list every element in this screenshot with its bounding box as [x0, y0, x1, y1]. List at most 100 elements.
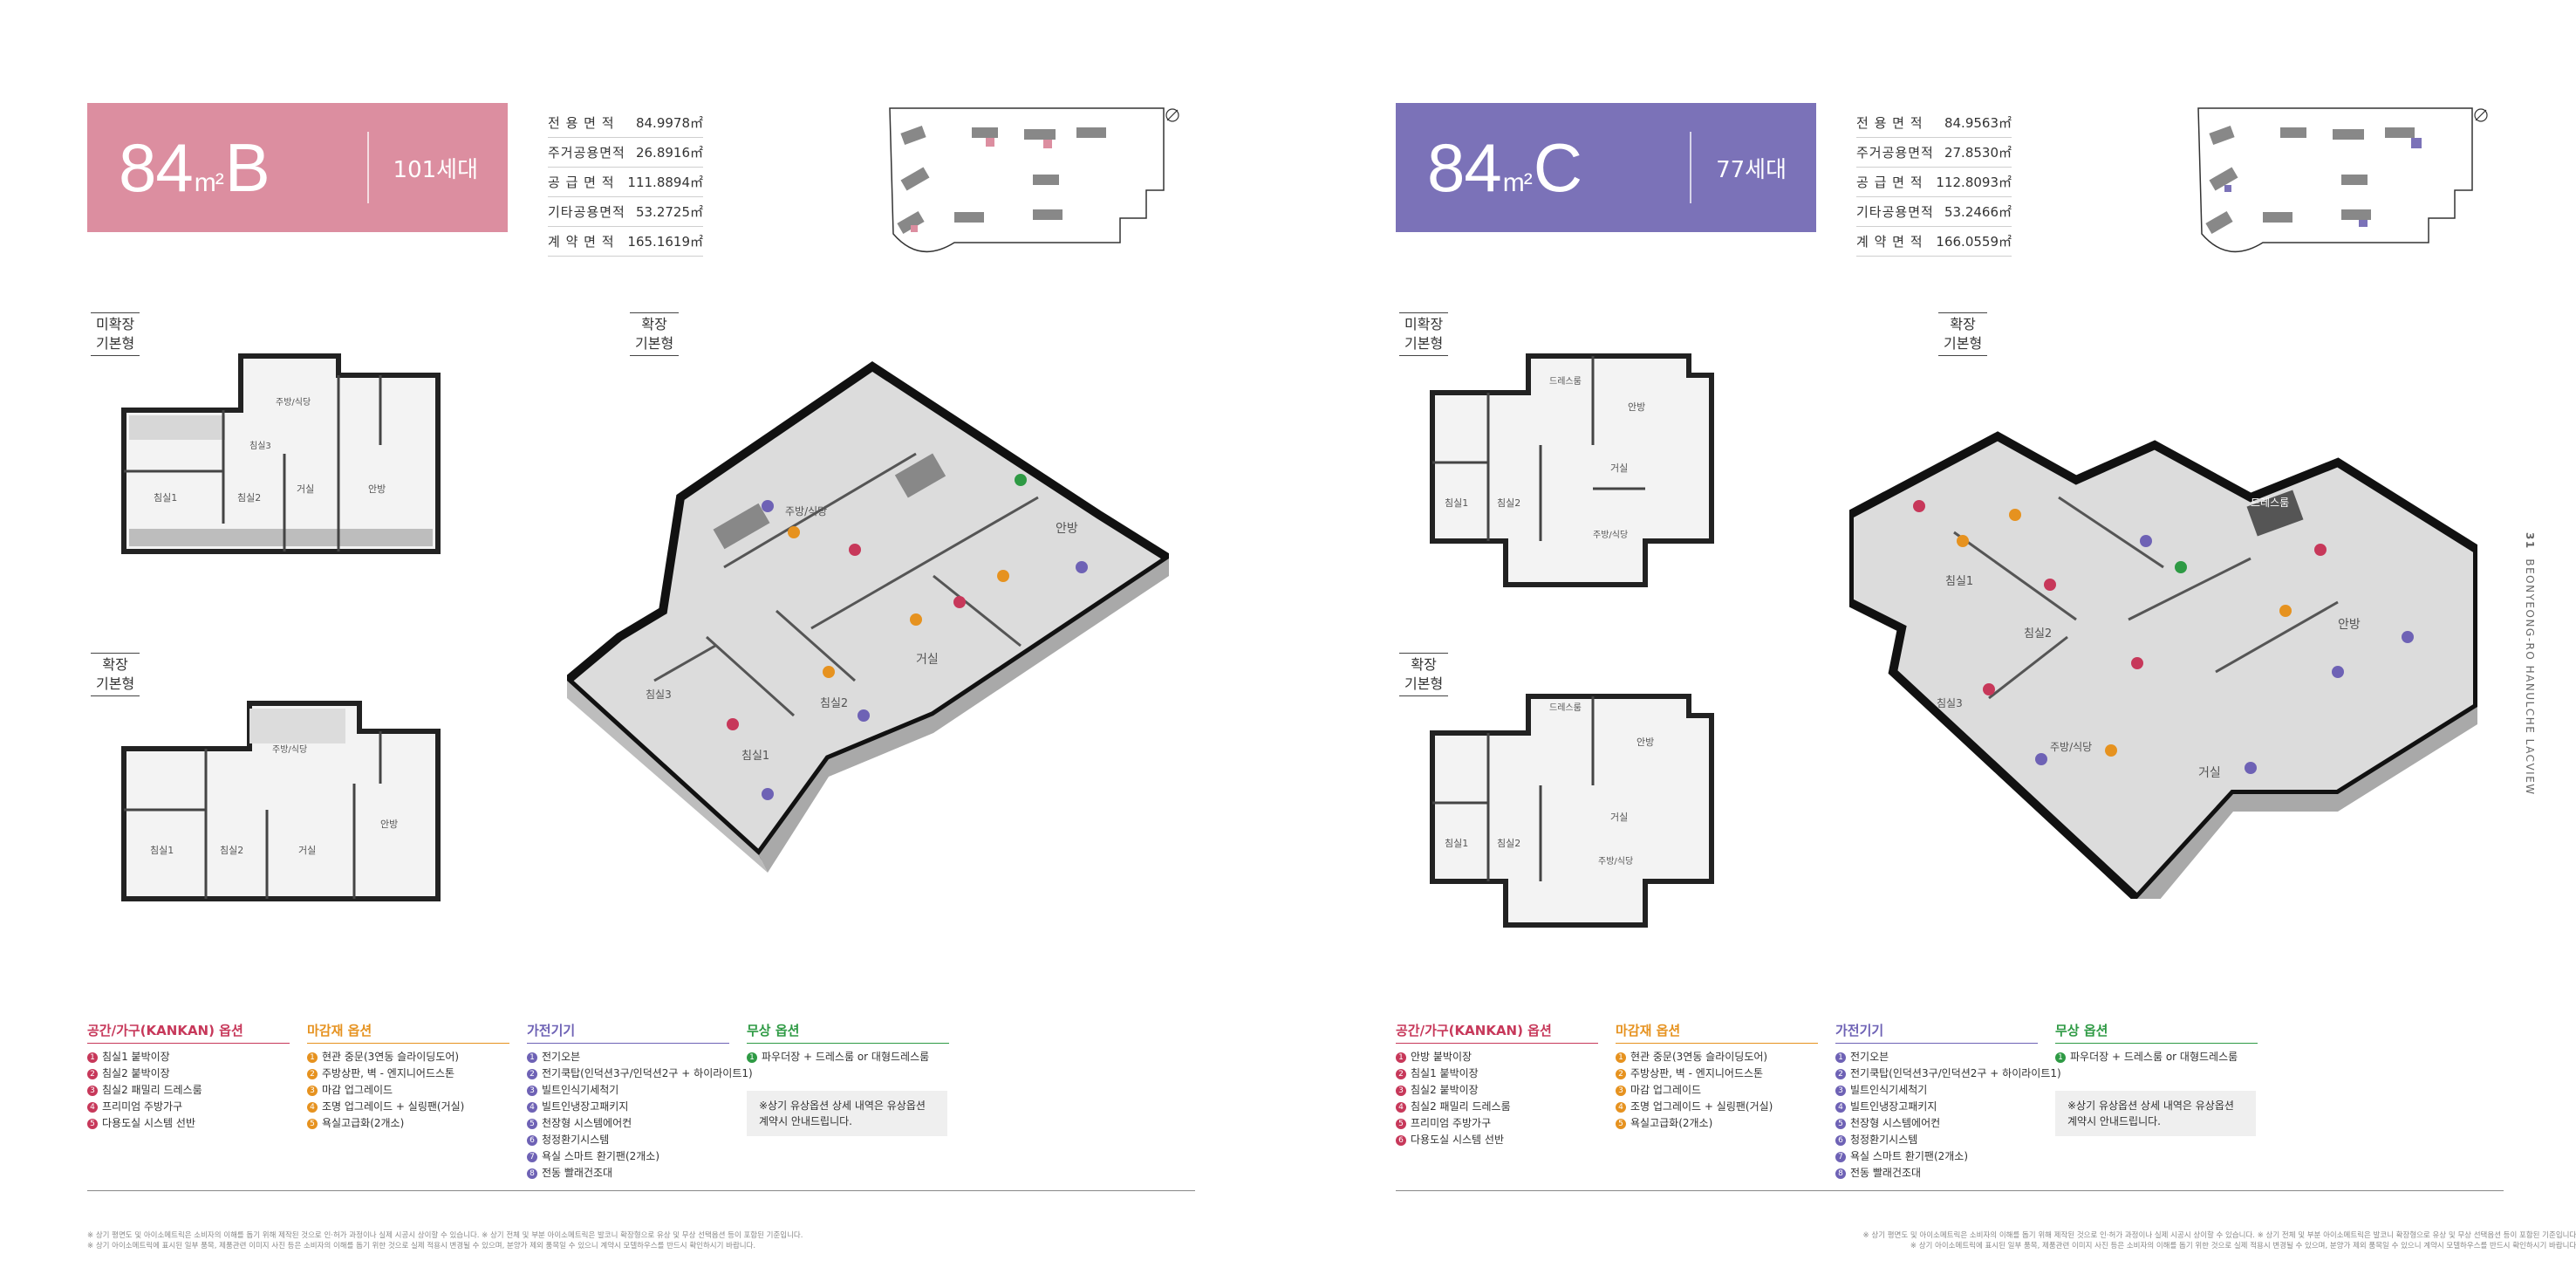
footnote: ※ 상기 평면도 및 아이소메트릭은 소비자의 이해를 돕기 위해 제작된 것으… — [87, 1231, 803, 1250]
svg-text:주방/식당: 주방/식당 — [1593, 530, 1628, 540]
option-heading: 가전기기 — [1835, 1021, 2038, 1044]
option-heading: 마감재 옵션 — [307, 1021, 509, 1044]
option-heading: 가전기기 — [527, 1021, 729, 1044]
option-heading: 마감재 옵션 — [1616, 1021, 1818, 1044]
svg-text:주방/식당: 주방/식당 — [276, 397, 311, 408]
label-unexpanded: 미확장 기본형 — [91, 312, 140, 356]
svg-text:거실: 거실 — [2198, 766, 2221, 780]
svg-text:주방/식당: 주방/식당 — [785, 505, 827, 517]
side-brand-text: BEONYEONG-RO HANULCHE LACVIEW — [2524, 558, 2536, 796]
option-heading: 공간/가구(KANKAN) 옵션 — [1396, 1021, 1598, 1044]
svg-text:안방: 안방 — [1056, 522, 1078, 536]
svg-text:침실1: 침실1 — [1445, 497, 1468, 509]
floorplan-unexpanded: 침실1 침실2 거실 안방 주방/식당 드레스룸 — [1430, 353, 1714, 587]
svg-text:침실2: 침실2 — [2024, 627, 2052, 641]
divider — [87, 1190, 1195, 1191]
isometric-expanded: 안방 거실 침실1 침실2 침실3 주방/식당 — [567, 360, 1169, 873]
option-note: ※상기 유상옵션 상세 내역은 유상옵션 계약시 안내드립니다. — [747, 1091, 947, 1136]
svg-text:침실1: 침실1 — [741, 750, 769, 763]
svg-text:침실2: 침실2 — [1497, 497, 1520, 509]
svg-text:침실3: 침실3 — [1937, 697, 1963, 709]
svg-text:침실3: 침실3 — [646, 689, 672, 701]
title-divider — [366, 132, 369, 203]
option-heading: 무상 옵션 — [747, 1021, 949, 1044]
svg-text:주방/식당: 주방/식당 — [272, 744, 307, 755]
floorplan-expanded-small: 침실1 침실2 거실 안방 주방/식당 — [121, 701, 441, 901]
svg-text:거실: 거실 — [1610, 462, 1628, 474]
svg-text:거실: 거실 — [916, 653, 939, 667]
svg-text:안방: 안방 — [1628, 401, 1645, 413]
svg-text:안방: 안방 — [1636, 736, 1654, 748]
title-divider — [1690, 132, 1692, 203]
svg-text:안방: 안방 — [380, 819, 398, 830]
svg-text:주방/식당: 주방/식당 — [1598, 856, 1633, 867]
label-expanded-small: 확장 기본형 — [1399, 653, 1449, 696]
svg-text:침실2: 침실2 — [220, 845, 243, 856]
site-map — [889, 107, 1179, 253]
svg-text:침실3: 침실3 — [249, 441, 271, 451]
isometric-expanded: 안방 거실 침실1 침실2 침실3 주방/식당 드레스룸 — [1849, 431, 2477, 899]
floorplan-unexpanded: 침실1 침실2 거실 안방 주방/식당 침실3 — [121, 353, 441, 554]
svg-text:거실: 거실 — [298, 845, 316, 856]
unit-count: 77세대 — [1716, 156, 1787, 183]
page-number: 31 — [2524, 532, 2536, 550]
svg-text:침실2: 침실2 — [820, 697, 848, 710]
svg-text:안방: 안방 — [368, 483, 386, 495]
svg-text:침실1: 침실1 — [150, 845, 174, 856]
side-caption: 31 BEONYEONG-RO HANULCHE LACVIEW — [2524, 532, 2541, 796]
option-note: ※상기 유상옵션 상세 내역은 유상옵션 계약시 안내드립니다. — [2055, 1091, 2256, 1136]
svg-text:침실2: 침실2 — [1497, 838, 1520, 849]
divider — [1396, 1190, 2504, 1191]
label-expanded-iso: 확장 기본형 — [1938, 312, 1988, 356]
label-unexpanded: 미확장 기본형 — [1399, 312, 1449, 356]
svg-text:드레스룸: 드레스룸 — [1549, 376, 1582, 387]
svg-text:침실1: 침실1 — [1945, 575, 1973, 588]
svg-text:거실: 거실 — [1610, 812, 1628, 823]
label-expanded-small: 확장 기본형 — [91, 653, 140, 696]
